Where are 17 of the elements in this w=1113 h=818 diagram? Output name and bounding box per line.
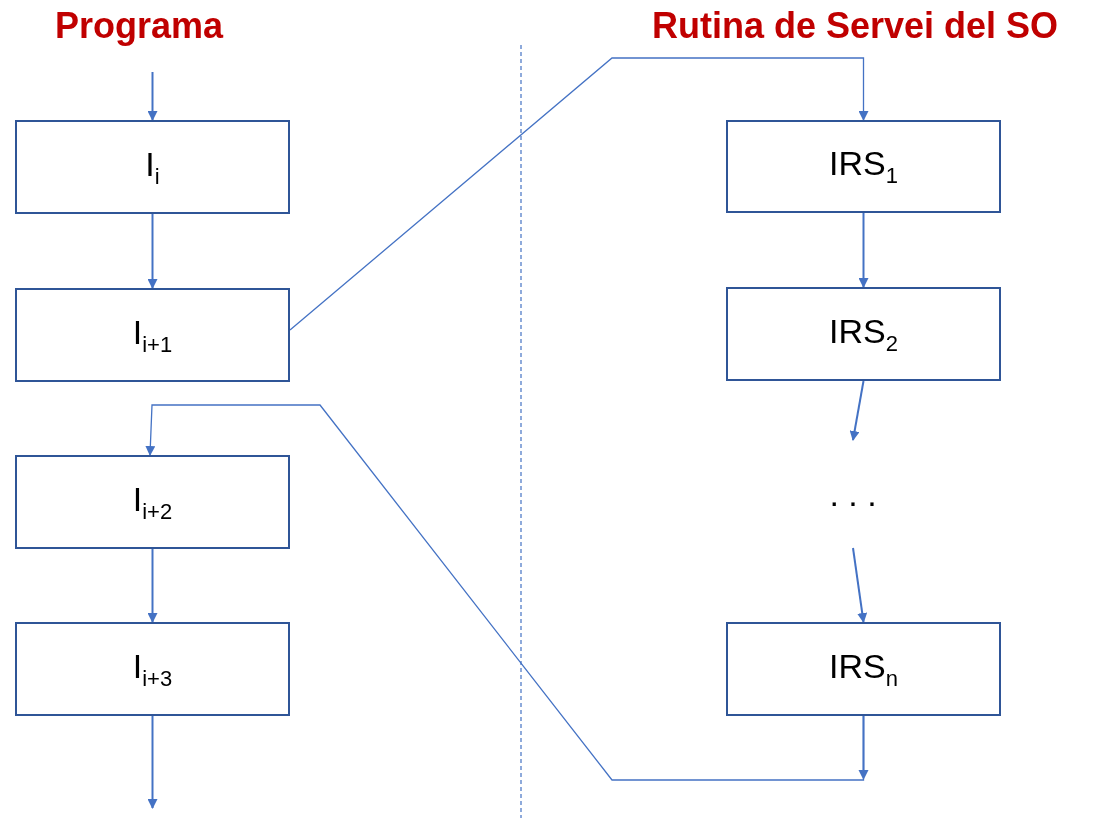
box-label: IRS$_{n}$ — [829, 646, 898, 692]
box-label: IRS$_{2}$ — [829, 311, 898, 357]
process-box — [726, 120, 1001, 213]
column-heading: Programa — [55, 5, 224, 47]
process-box — [726, 287, 1001, 381]
box-label: I$_{i+3}$ — [132, 646, 173, 692]
box-label: IRS$_{1}$ — [829, 144, 898, 189]
process-box — [15, 288, 290, 382]
process-box — [726, 622, 1001, 716]
box-label: I$_{i+1}$ — [132, 312, 173, 358]
process-box — [15, 455, 290, 549]
box-label: I$_{i+2}$ — [132, 479, 173, 525]
process-box — [15, 622, 290, 716]
process-box — [15, 120, 290, 214]
box-label: I$_{i}$ — [145, 144, 160, 190]
ellipsis-text: . . . — [829, 474, 877, 514]
column-heading: Rutina de Servei del SO — [652, 5, 1059, 47]
